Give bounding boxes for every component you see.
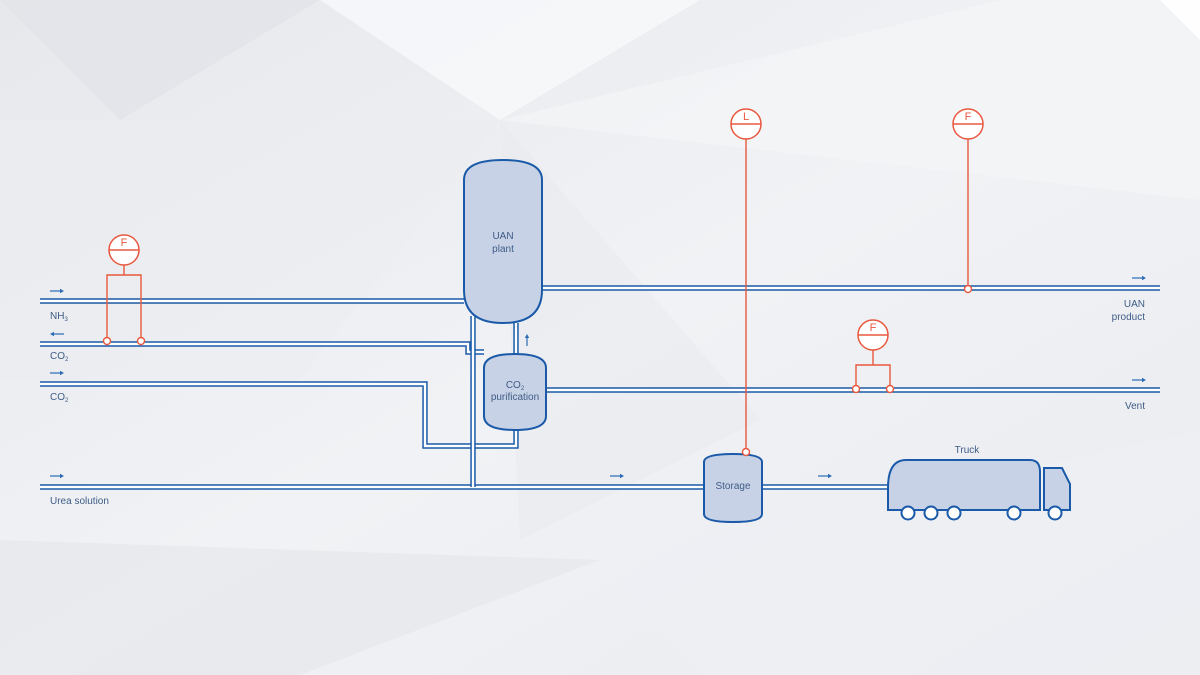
uan-plant-label-1: UAN <box>492 231 513 242</box>
uan-product-label-2: product <box>1112 312 1146 323</box>
level-indicator-storage: L <box>730 108 762 457</box>
fi-product-letter: F <box>965 111 972 123</box>
vent-label: Vent <box>1125 401 1145 412</box>
co2-purification-label-1: CO2 <box>506 380 525 392</box>
storage-label: Storage <box>715 481 750 492</box>
li-storage-letter: L <box>743 111 749 123</box>
arrow-co2-out <box>50 331 64 337</box>
truck-wheel <box>946 505 962 521</box>
arrow-urea-in <box>50 473 64 479</box>
truck: Truck <box>887 445 1071 521</box>
flow-indicator-product: F <box>952 108 984 294</box>
arrow-co2-in <box>50 370 64 376</box>
arrow-urea-storage <box>610 473 624 479</box>
stream-labels: NH3 CO2 CO2 Urea solution UAN product Ve… <box>50 299 1145 507</box>
flow-indicator-vent: F <box>851 319 895 394</box>
co2-feed-label: CO2 <box>50 392 69 404</box>
arrow-uan-product <box>1132 275 1146 281</box>
storage-tank: Storage <box>703 452 763 524</box>
co2-purification-label-2: purification <box>491 392 539 403</box>
urea-solution-label: Urea solution <box>50 496 109 507</box>
fi-feed-letter: F <box>121 237 128 249</box>
arrow-to-truck <box>818 473 832 479</box>
uan-plant-vessel: UAN plant <box>463 158 543 325</box>
uan-product-label-1: UAN <box>1124 299 1145 310</box>
truck-wheel <box>923 505 939 521</box>
co2-purification-vessel: CO2 purification <box>483 352 547 432</box>
truck-wheel <box>1006 505 1022 521</box>
flow-indicator-feed: F <box>102 234 146 346</box>
fi-vent-letter: F <box>870 322 877 334</box>
truck-label: Truck <box>955 445 981 456</box>
arrow-up-purification <box>524 334 530 346</box>
truck-wheel <box>1047 505 1063 521</box>
flow-arrows <box>50 275 1146 479</box>
arrow-vent <box>1132 377 1146 383</box>
nh3-label: NH3 <box>50 311 68 323</box>
uan-plant-label-2: plant <box>492 244 514 255</box>
truck-wheel <box>900 505 916 521</box>
arrow-nh3-in <box>50 288 64 294</box>
co2-return-label: CO2 <box>50 351 69 363</box>
pipes <box>40 285 1160 490</box>
